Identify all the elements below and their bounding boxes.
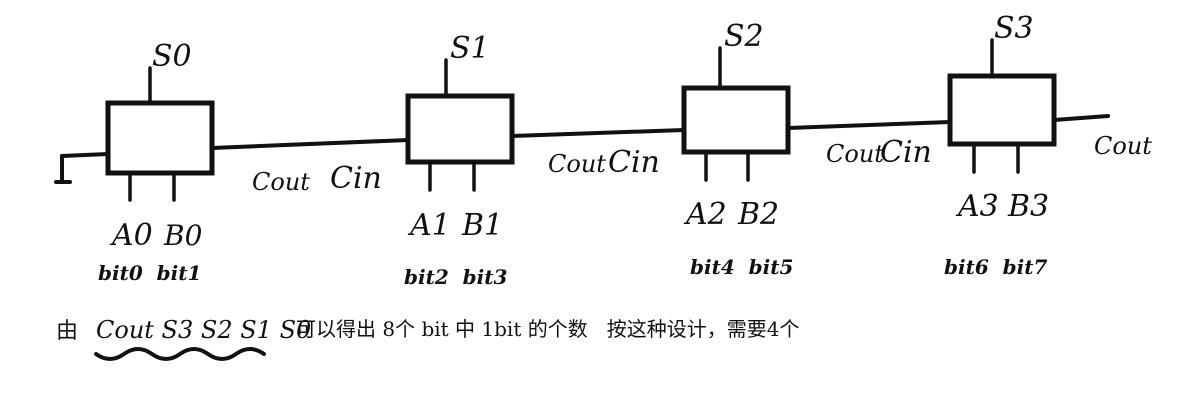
input-a-label-1: A1 xyxy=(407,208,451,243)
adder-block-0: S0 A0 B0 bit0 bit1 xyxy=(98,39,215,285)
cin-label-2: Cin xyxy=(608,145,660,180)
carry-wire-0-1 xyxy=(210,138,410,150)
sum-label-1: S1 xyxy=(450,31,490,66)
conclusion-note: 由 Cout S3 S2 S1 S0 可以得出 8个 bit 中 1bit 的个… xyxy=(56,316,800,361)
sum-label-2: S2 xyxy=(724,19,764,54)
carry-wire-2-3 xyxy=(786,120,952,130)
note-text: 可以得出 8个 bit 中 1bit 的个数 按这种设计，需要4个 xyxy=(296,317,800,341)
bits-label-2: bit4 bit5 xyxy=(690,255,793,279)
sum-label-3: S3 xyxy=(994,11,1034,46)
final-cout-label: Cout xyxy=(1094,132,1152,160)
input-b-label-3: B3 xyxy=(1007,189,1049,224)
cout-label-0: Cout xyxy=(252,168,310,196)
bits-label-1: bit2 bit3 xyxy=(404,265,507,289)
input-b-label-0: B0 xyxy=(163,219,202,252)
adder-block-1: S1 A1 B1 bit2 bit3 xyxy=(404,31,515,289)
bits-label-0: bit0 bit1 xyxy=(98,261,201,285)
input-a-label-2: A2 xyxy=(683,197,727,232)
adder-block-3: S3 A3 B3 bit6 bit7 xyxy=(944,11,1057,279)
ground-symbol xyxy=(54,152,110,184)
note-prefix: 由 xyxy=(56,319,78,344)
cin-label-1: Cin xyxy=(330,161,382,196)
bits-label-3: bit6 bit7 xyxy=(944,255,1047,279)
sum-label-0: S0 xyxy=(152,39,192,74)
input-a-label-3: A3 xyxy=(955,189,999,224)
final-cout-wire xyxy=(1052,114,1110,122)
input-b-label-1: B1 xyxy=(461,208,503,243)
cin-label-3: Cin xyxy=(880,135,932,170)
note-signals: Cout S3 S2 S1 S0 xyxy=(96,316,311,344)
cout-label-2: Cout xyxy=(826,140,884,168)
note-underline xyxy=(94,347,266,361)
cout-label-1: Cout xyxy=(548,150,606,178)
input-b-label-2: B2 xyxy=(737,197,779,232)
adder-block-2: S2 A2 B2 bit4 bit5 xyxy=(681,19,793,279)
input-a-label-0: A0 xyxy=(109,218,153,253)
carry-wire-1-2 xyxy=(510,128,686,138)
